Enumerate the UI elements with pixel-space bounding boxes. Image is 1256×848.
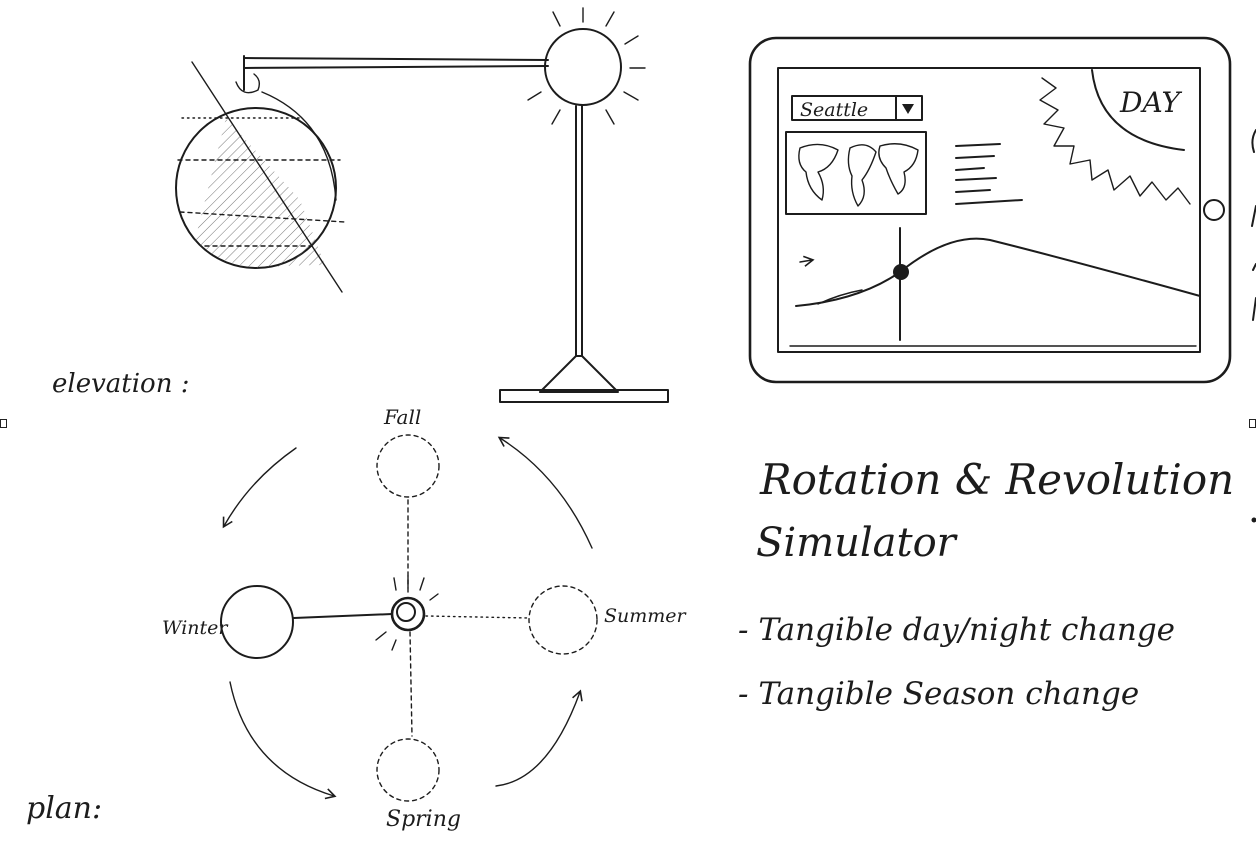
daylight-graph[interactable]: [789, 227, 1201, 347]
tablet-mockup: Seattle DAY: [748, 36, 1232, 384]
fall-earth: [376, 434, 440, 498]
dropdown-arrow-icon: [902, 104, 914, 114]
orbit-arrow-spring-to-summer: [495, 689, 583, 787]
sun-center-plan: [375, 575, 439, 651]
day-label: DAY: [1119, 86, 1183, 119]
elevation-label: elevation :: [52, 369, 189, 399]
spring-arm: [409, 631, 413, 737]
day-sun-icon: [1039, 69, 1191, 205]
title-line-2: Simulator: [756, 520, 959, 566]
earth-globe-elevation: [175, 61, 346, 293]
city-dropdown[interactable]: [791, 95, 923, 121]
summer-label: Summer: [604, 605, 688, 627]
summer-arm: [425, 615, 529, 619]
winter-earth: [220, 585, 294, 659]
elevation-diagram: [175, 7, 669, 403]
tablet-home-button: [1203, 199, 1225, 221]
world-map[interactable]: [785, 131, 927, 215]
orbit-arrow-summer-to-fall: [497, 436, 593, 549]
cut-off-marks: [1251, 129, 1256, 523]
lamp-stand: [499, 105, 669, 403]
fall-label: Fall: [383, 405, 421, 429]
graph-marker[interactable]: [893, 264, 909, 280]
winter-label: Winter: [162, 617, 229, 639]
plan-label: plan:: [26, 791, 102, 826]
left-edge-marker: [0, 419, 7, 428]
info-lines: [955, 143, 1023, 205]
tablet-screen: [777, 67, 1201, 353]
city-dropdown-value: Seattle: [800, 99, 868, 121]
plan-diagram: [220, 434, 598, 802]
spring-label: Spring: [386, 807, 461, 832]
feature-item-1: - Tangible day/night change: [738, 612, 1175, 648]
sun-lamp-elevation: [527, 7, 646, 125]
support-arm: [235, 55, 549, 94]
winter-arm: [293, 613, 393, 619]
spring-earth: [376, 738, 440, 802]
summer-earth: [528, 585, 598, 655]
tablet-frame: [748, 36, 1232, 384]
title-line-1: Rotation & Revolution: [759, 455, 1234, 504]
orbit-arrow-fall-to-winter: [222, 447, 297, 529]
orbit-arrow-winter-to-spring: [229, 681, 337, 800]
feature-item-2: - Tangible Season change: [738, 676, 1139, 712]
